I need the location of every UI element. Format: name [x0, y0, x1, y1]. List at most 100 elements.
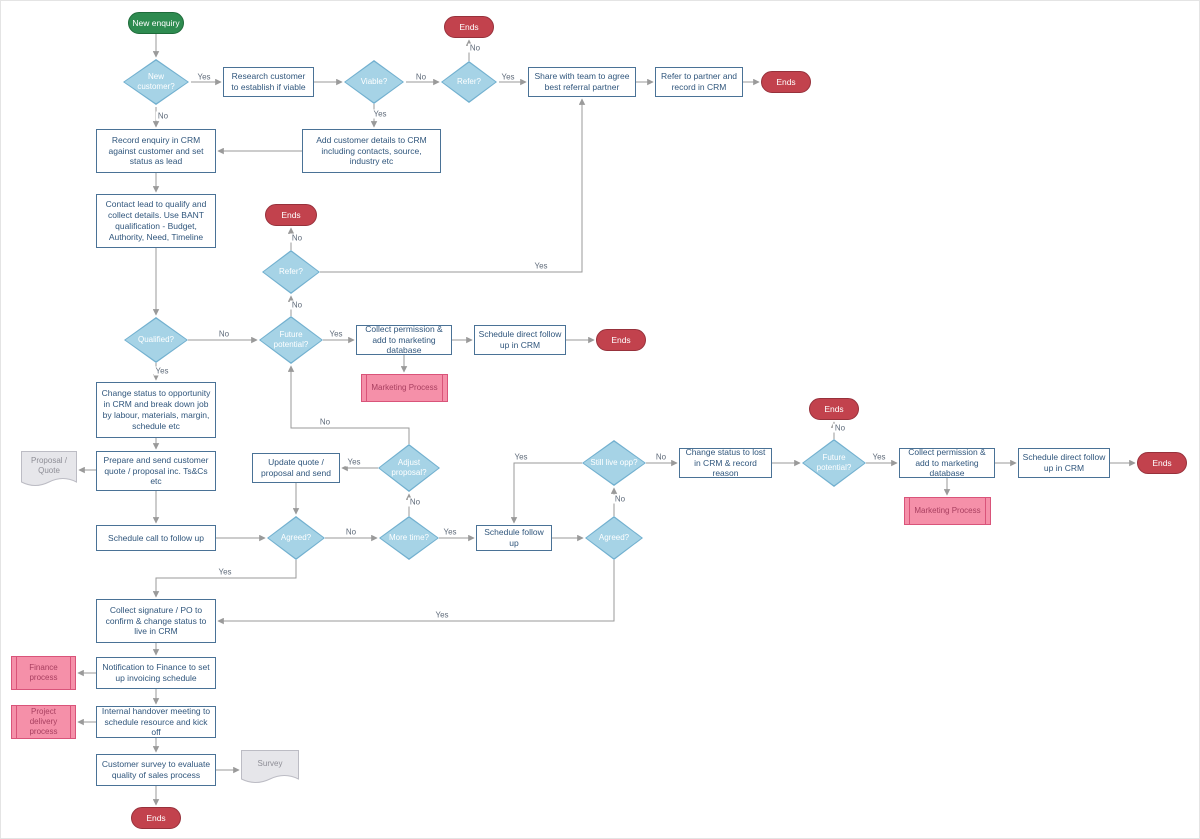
subprocess-left-bar [366, 375, 367, 401]
node-label: Update quote / proposal and send [261, 457, 331, 478]
edge-label: Yes [371, 109, 389, 119]
edge-label: No [289, 233, 305, 243]
edge-label: Yes [441, 527, 459, 537]
node-schedule-direct-2[interactable]: Schedule direct follow up in CRM [1018, 448, 1110, 478]
node-new-enquiry[interactable]: New enquiry [128, 12, 184, 34]
node-project-delivery[interactable]: Project delivery process [11, 705, 76, 739]
node-label: Schedule direct follow up in CRM [478, 329, 562, 350]
node-record-enquiry[interactable]: Record enquiry in CRM against customer a… [96, 129, 216, 173]
node-label: Schedule call to follow up [108, 532, 204, 543]
edge-label: Yes [153, 366, 171, 376]
node-label: New enquiry [132, 17, 180, 28]
node-schedule-direct-1[interactable]: Schedule direct follow up in CRM [474, 325, 566, 355]
node-proposal-quote-doc[interactable]: Proposal / Quote [21, 451, 77, 489]
edge-label: No [832, 423, 848, 433]
node-agreed-1[interactable]: Agreed? [267, 516, 325, 560]
node-survey-doc[interactable]: Survey [241, 750, 299, 786]
node-collect-permission-2[interactable]: Collect permission & add to marketing da… [899, 447, 995, 478]
node-schedule-call[interactable]: Schedule call to follow up [96, 525, 216, 551]
node-label: Qualified? [137, 334, 175, 344]
node-label: Record enquiry in CRM against customer a… [108, 134, 204, 167]
node-future-potential-1[interactable]: Future potential? [259, 316, 323, 364]
node-label: Research customer to establish if viable [231, 71, 306, 92]
edge-label: Yes [512, 452, 530, 462]
node-notify-finance[interactable]: Notification to Finance to set up invoic… [96, 657, 216, 689]
edge-label: No [317, 417, 333, 427]
node-schedule-follow-up[interactable]: Schedule follow up [476, 525, 552, 551]
node-marketing-process-2[interactable]: Marketing Process [904, 497, 991, 525]
node-agreed-2[interactable]: Agreed? [585, 516, 643, 560]
node-label: Agreed? [598, 532, 630, 542]
edge-label: No [289, 300, 305, 310]
node-change-lost[interactable]: Change status to lost in CRM & record re… [679, 446, 772, 479]
edge-label: Yes [327, 329, 345, 339]
edge-label: Yes [345, 457, 363, 467]
node-ends-7[interactable]: Ends [131, 807, 181, 829]
node-contact-lead[interactable]: Contact lead to qualify and collect deta… [96, 194, 216, 248]
node-label: Schedule follow up [484, 527, 544, 548]
node-adjust-proposal[interactable]: Adjust proposal? [378, 444, 440, 492]
node-label: Project delivery process [29, 706, 58, 737]
node-refer-mid[interactable]: Refer? [262, 250, 320, 294]
edge-label: Yes [216, 567, 234, 577]
node-ends-1[interactable]: Ends [444, 16, 494, 38]
node-label: Refer to partner and record in CRM [660, 71, 738, 92]
subprocess-left-bar [909, 498, 910, 524]
edge-label: No [407, 497, 423, 507]
node-internal-handover[interactable]: Internal handover meeting to schedule re… [96, 706, 216, 738]
node-refer-top[interactable]: Refer? [441, 61, 497, 103]
node-marketing-process-1[interactable]: Marketing Process [361, 374, 448, 402]
node-label: Viable? [360, 76, 388, 86]
node-add-customer-details[interactable]: Add customer details to CRM including co… [302, 129, 441, 173]
node-label: Add customer details to CRM including co… [316, 134, 427, 167]
document-shape [21, 451, 77, 486]
subprocess-right-bar [70, 706, 71, 738]
node-still-live[interactable]: Still live opp? [582, 440, 646, 486]
node-label: Internal handover meeting to schedule re… [101, 705, 211, 738]
connector-still-live-to-schedule-follow-up [510, 462, 582, 524]
node-refer-partner[interactable]: Refer to partner and record in CRM [655, 67, 743, 97]
node-research-customer[interactable]: Research customer to establish if viable [223, 67, 314, 97]
node-prepare-quote[interactable]: Prepare and send customer quote / propos… [96, 451, 216, 491]
node-label: Change status to lost in CRM & record re… [685, 446, 766, 479]
node-label: Survey [257, 758, 283, 768]
node-finance-process[interactable]: Finance process [11, 656, 76, 690]
node-collect-permission-1[interactable]: Collect permission & add to marketing da… [356, 324, 452, 355]
node-ends-3[interactable]: Ends [265, 204, 317, 226]
connector-adjust-proposal-to-future-potential-1 [287, 365, 410, 444]
node-change-opportunity[interactable]: Change status to opportunity in CRM and … [96, 382, 216, 438]
node-label: More time? [388, 532, 429, 542]
node-qualified[interactable]: Qualified? [124, 317, 188, 363]
node-label: Change status to opportunity in CRM and … [101, 388, 211, 431]
node-label: Marketing Process [371, 382, 438, 392]
node-label: Ends [824, 403, 844, 414]
node-more-time[interactable]: More time? [379, 516, 439, 560]
node-ends-2[interactable]: Ends [761, 71, 811, 93]
node-ends-6[interactable]: Ends [1137, 452, 1187, 474]
node-label: Adjust proposal? [391, 457, 427, 477]
node-label: Future potential? [273, 329, 309, 349]
node-label: Ends [281, 209, 301, 220]
edge-label: Yes [499, 72, 517, 82]
node-customer-survey[interactable]: Customer survey to evaluate quality of s… [96, 754, 216, 786]
node-collect-signature[interactable]: Collect signature / PO to confirm & chan… [96, 599, 216, 643]
node-ends-5[interactable]: Ends [809, 398, 859, 420]
node-new-customer[interactable]: New customer? [123, 59, 189, 105]
subprocess-right-bar [70, 657, 71, 689]
connector-agreed-1-to-collect-signature [152, 560, 297, 598]
node-label: Marketing Process [914, 505, 981, 515]
node-label: Refer? [456, 76, 481, 86]
node-label: Future potential? [816, 452, 852, 472]
node-label: Customer survey to evaluate quality of s… [101, 759, 211, 780]
edge-label: No [216, 329, 232, 339]
edge-label: Yes [870, 452, 888, 462]
node-share-team[interactable]: Share with team to agree best referral p… [528, 67, 636, 97]
edge-label: No [653, 452, 669, 462]
node-update-quote[interactable]: Update quote / proposal and send [252, 453, 340, 483]
node-ends-4[interactable]: Ends [596, 329, 646, 351]
node-viable[interactable]: Viable? [344, 60, 404, 104]
subprocess-left-bar [16, 657, 17, 689]
node-future-potential-2[interactable]: Future potential? [802, 439, 866, 487]
subprocess-right-bar [442, 375, 443, 401]
edge-label: Yes [195, 72, 213, 82]
